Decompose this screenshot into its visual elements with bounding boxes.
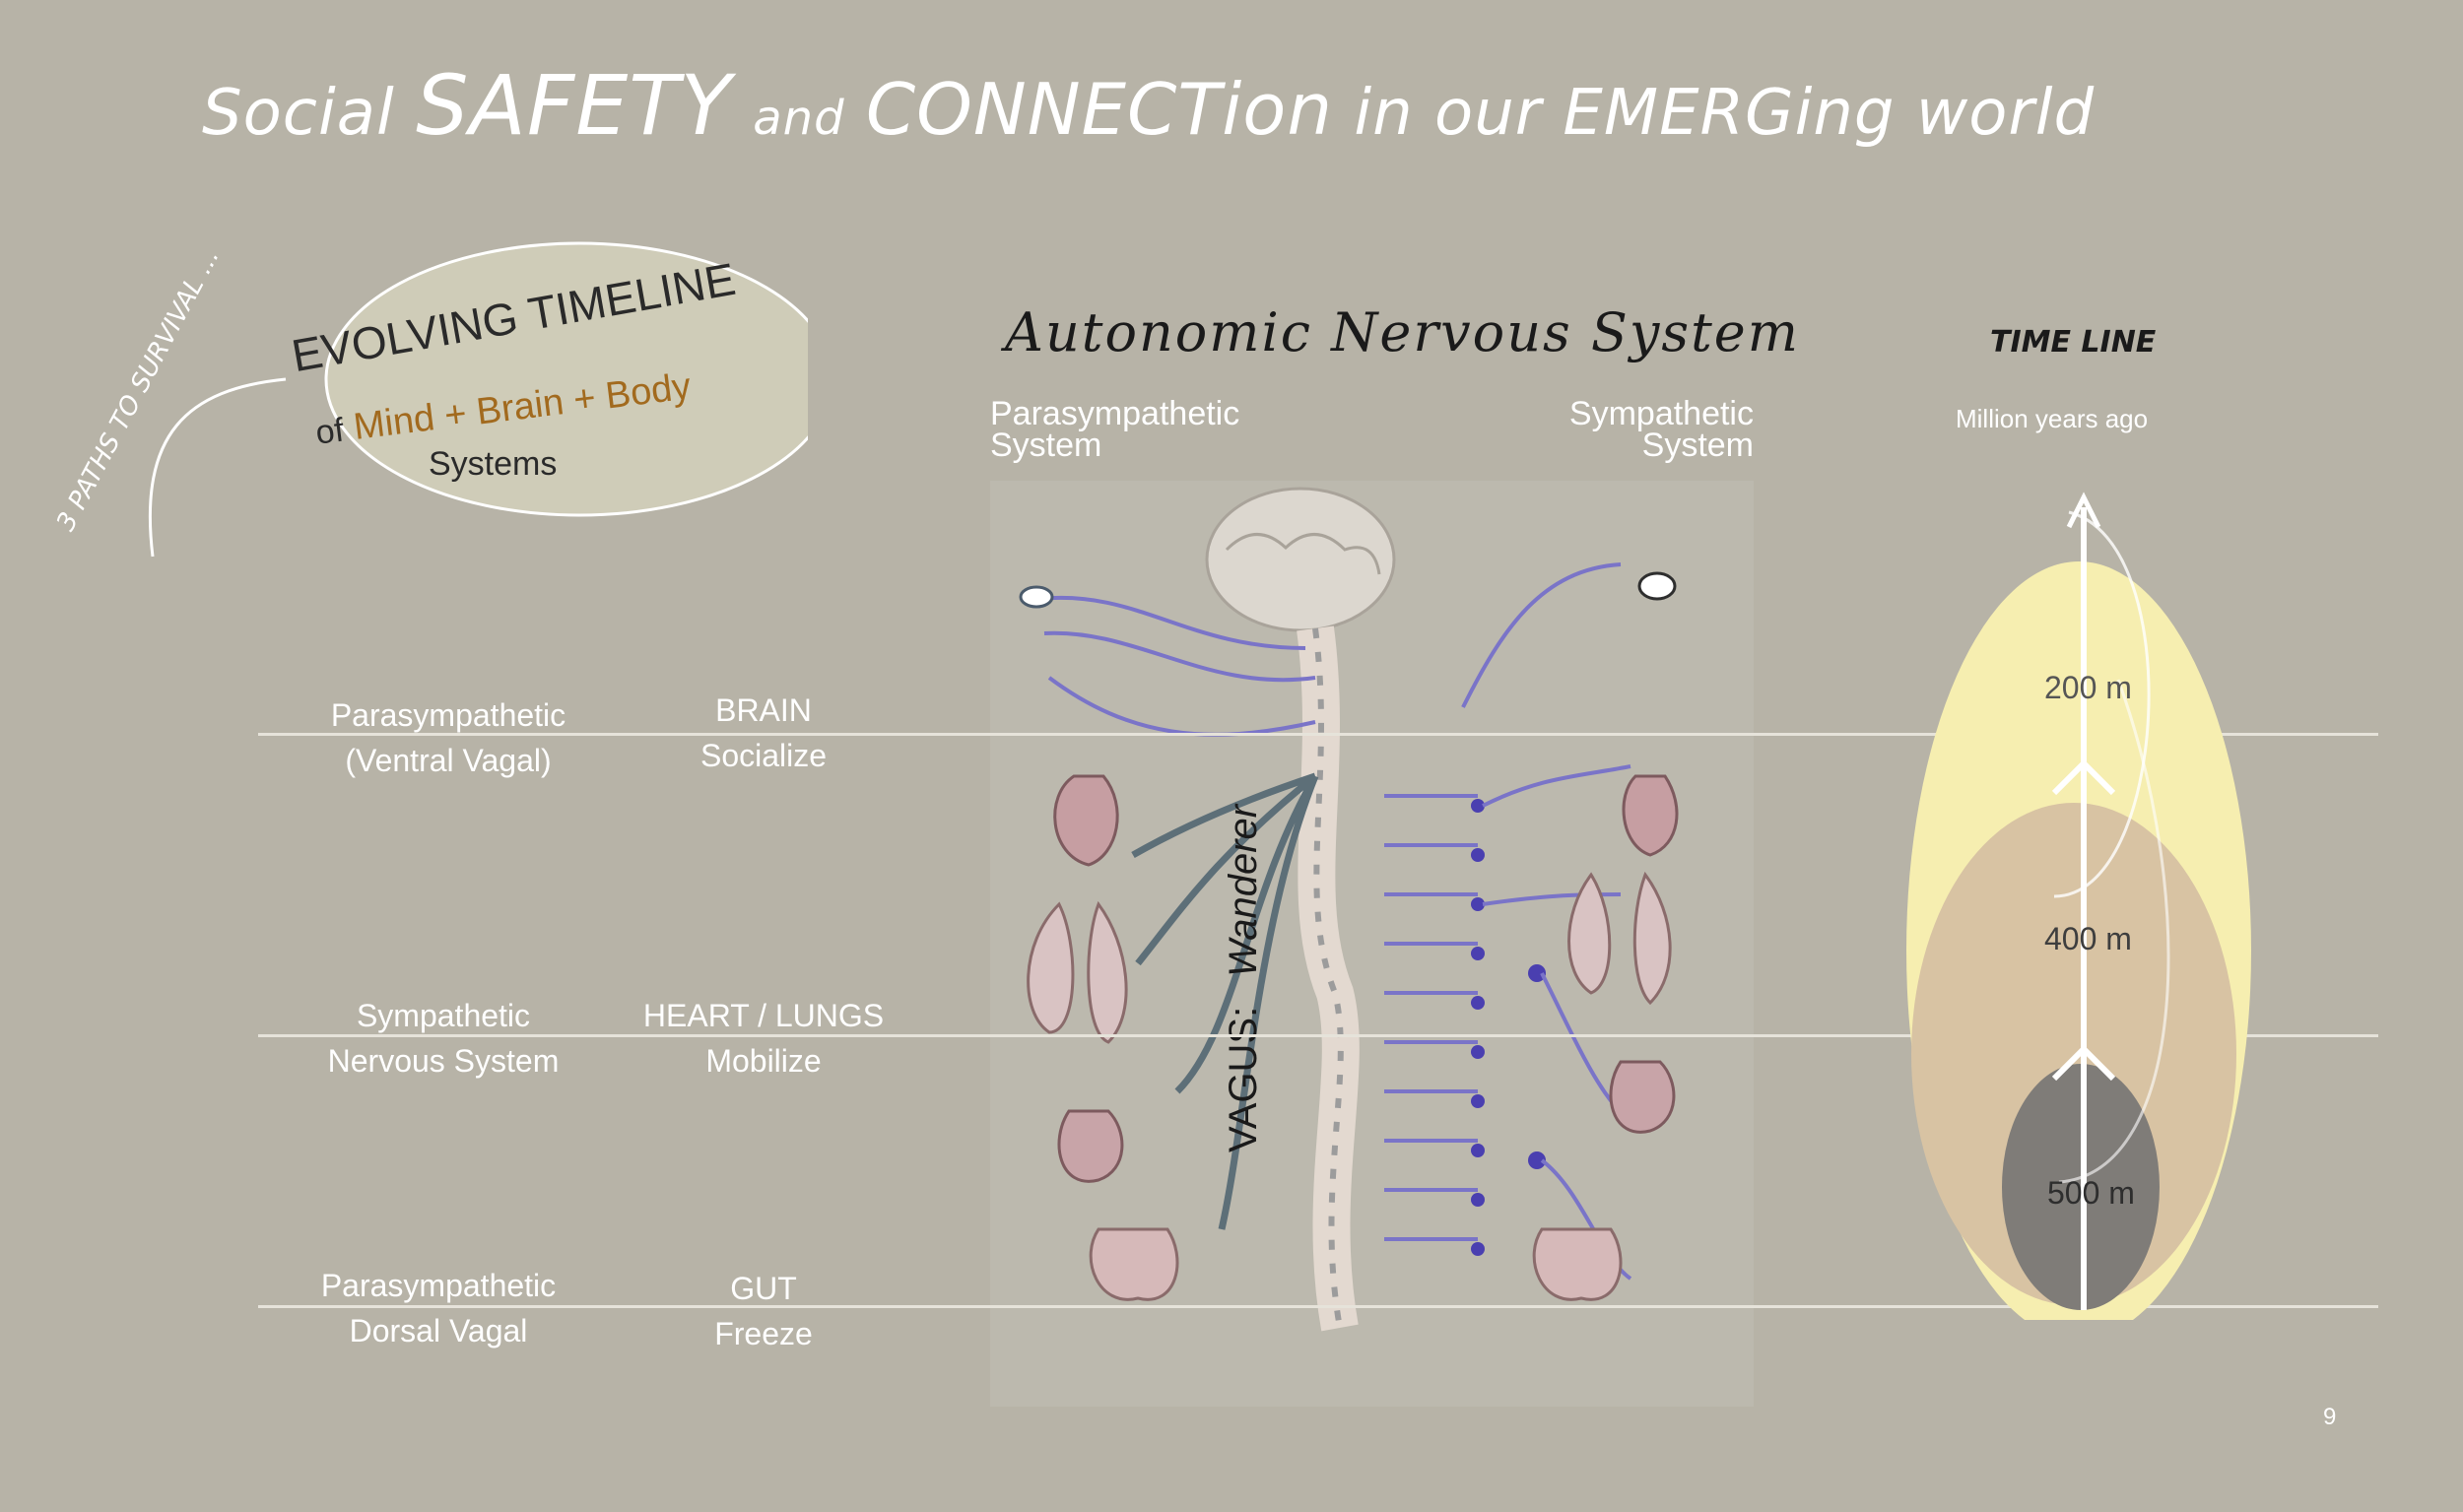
vagus-prefix: VAGUS: [1222,1006,1265,1152]
title-social: Social [202,77,395,150]
vagus-nerve-branches [1131,772,1319,1230]
vagus-label: VAGUS: Wanderer [1222,805,1266,1152]
row3-organ: GUT [730,1271,797,1306]
parasympathetic-system-label: Parasympathetic System [990,395,1240,464]
cranial-nerves [1038,595,1316,737]
parasympathetic-label-line1: Parasympathetic [990,395,1240,432]
row-system-2: Sympathetic Nervous System [286,993,601,1084]
bubble-systems: Systems [429,445,558,483]
row1-organ: BRAIN [715,692,812,728]
sympathetic-ganglia [1471,799,1546,1256]
row3-action: Freeze [714,1316,813,1351]
title-safety: SAFETY [416,57,732,154]
spinal-nerve-connections [1384,794,1478,1241]
row-system-3: Parasympathetic Dorsal Vagal [281,1263,596,1353]
timeline-graphic [1906,492,2251,1320]
timeline-spiral-inner [2058,679,2170,1184]
title-emerging-world: in our EMERGing world [1354,77,2096,150]
anatomy-illustration [1019,487,1679,1332]
row1-action: Socialize [699,738,828,773]
bubble-ellipse [324,241,808,517]
left-intestines-organ [1089,1227,1179,1301]
slide-title: Social SAFETY and CONNECTion in our EMER… [202,57,2095,154]
row-organ-2: HEART / LUNGS Mobilize [611,993,916,1084]
bubble-tail-curve [148,377,287,558]
title-and: and [753,91,845,146]
band-line-brain [258,733,2378,736]
row2-system-line1: Sympathetic [356,998,531,1033]
timeline-title: TIME LINE [1990,325,2157,360]
sympathetic-fibers [1461,562,1642,1281]
right-lungs-organ [1567,871,1672,1006]
timeline-subtitle: Million years ago [1956,404,2149,433]
row-organ-1: BRAIN Socialize [611,688,916,778]
era-label-400m: 400 m [2044,921,2132,956]
sympathetic-system-label: Sympathetic System [1552,395,1754,464]
timeline-branches [2051,760,2116,1082]
ans-title: Autonomic Nervous System [1005,301,1800,363]
row1-system-line1: Parasympathetic [330,697,566,733]
timeline-arrow-head [2066,492,2101,529]
left-eye-icon [1019,585,1054,609]
row3-system-line1: Parasympathetic [320,1268,557,1303]
row2-organ: HEART / LUNGS [642,998,885,1033]
row-organ-3: GUT Freeze [611,1266,916,1356]
title-connection: CONNECTion [865,68,1333,151]
band-line-gut [258,1305,2378,1308]
row1-system-line2: (Ventral Vagal) [345,743,552,778]
era-label-500m: 500 m [2047,1175,2135,1211]
bubble-of: of [313,411,347,452]
sympathetic-label-line1: Sympathetic [1568,395,1754,432]
parasympathetic-label-line2: System [990,427,1102,464]
right-heart-organ [1622,774,1679,857]
sympathetic-label-line2: System [1641,427,1754,464]
left-lungs-organ [1027,900,1128,1044]
page-number: 9 [2323,1404,2337,1430]
brain-shape [1205,487,1396,632]
right-intestines-organ [1532,1227,1623,1301]
timeline-bubble-graphic [148,241,808,558]
row2-action: Mobilize [705,1043,822,1079]
right-eye-icon [1637,571,1677,601]
band-line-heart [258,1034,2378,1037]
vagus-wanderer: Wanderer [1222,804,1265,977]
row2-system-line2: Nervous System [327,1043,560,1079]
left-stomach-organ [1057,1109,1124,1183]
left-heart-organ [1053,774,1119,867]
row-system-1: Parasympathetic (Ventral Vagal) [286,692,611,783]
era-label-200m: 200 m [2044,670,2132,705]
timeline-spiral-outer [2053,510,2151,898]
row3-system-line2: Dorsal Vagal [349,1313,528,1348]
right-stomach-organ [1609,1060,1676,1134]
